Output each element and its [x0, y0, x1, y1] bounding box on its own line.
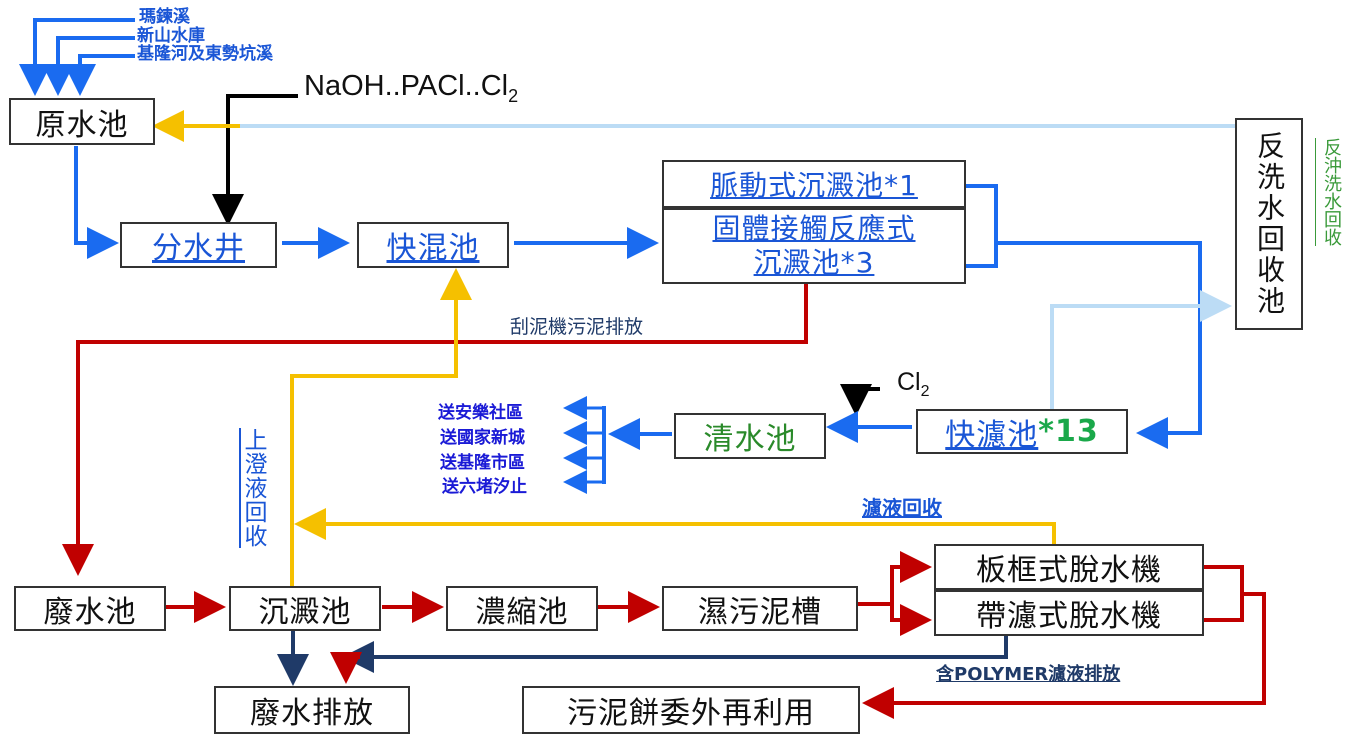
polymer-discharge-label: 含POLYMER濾液排放 — [936, 664, 1121, 685]
chemicals-text: NaOH..PACl..Cl — [304, 70, 509, 102]
press-fork-1 — [890, 551, 932, 604]
press-fork-2 — [890, 604, 932, 636]
solid-contact-label-2: 沉澱池*3 — [753, 246, 875, 279]
source-label-2: 新山水庫 — [137, 26, 205, 46]
chemicals-sub: 2 — [508, 85, 519, 106]
destination-4: 送六堵汐止 — [442, 477, 527, 497]
fast-mix-label: 快混池 — [386, 231, 480, 266]
thickening-pool: 濃縮池 — [446, 586, 598, 631]
cl2-line — [840, 384, 880, 416]
press-to-cake — [862, 592, 1266, 719]
clear-water-pool: 清水池 — [674, 413, 826, 459]
rapid-filter-count: *13 — [1038, 414, 1099, 449]
scraper-line — [62, 282, 808, 576]
supernatant-line — [290, 268, 472, 586]
polymer-line — [342, 636, 1008, 673]
solid-contact-label-1: 固體接觸反應式 — [712, 212, 916, 245]
waste-water-pool: 廢水池 — [14, 586, 166, 631]
source-label-1: 瑪鍊溪 — [139, 7, 190, 27]
destination-3: 送基隆市區 — [440, 453, 525, 473]
source-label-3: 基隆河及東勢坑溪 — [137, 44, 273, 64]
backwash-recycle-label: 反沖洗水回收 — [1315, 138, 1344, 246]
source-line-3 — [64, 54, 135, 96]
rapid-filter: 快濾池*13 — [916, 409, 1128, 454]
rapid-filter-label: 快濾池 — [945, 417, 1039, 453]
solid-contact-settling-tank: 固體接觸反應式 沉澱池*3 — [662, 208, 966, 284]
pulse-settling-tank: 脈動式沉澱池*1 — [662, 160, 966, 208]
belt-filter-press: 帶濾式脫水機 — [934, 590, 1204, 636]
scraper-label: 刮泥機污泥排放 — [510, 316, 644, 338]
destination-2: 送國家新城 — [440, 428, 525, 448]
settle-bracket — [962, 184, 998, 268]
split-well: 分水井 — [120, 222, 277, 268]
fast-mix-pool: 快混池 — [357, 222, 509, 268]
cl2-sub: 2 — [920, 383, 930, 400]
filtrate-line — [294, 508, 1056, 546]
filtrate-recycle-label: 濾液回收 — [862, 496, 942, 520]
chemicals-label: NaOH..PACl..Cl2 — [304, 70, 518, 107]
source-line-1 — [19, 18, 135, 96]
raw-to-split — [74, 146, 119, 259]
settling-pool: 沉澱池 — [229, 586, 381, 631]
settle-to-filter — [996, 241, 1202, 449]
cl2-text: Cl — [897, 368, 921, 396]
backwash-to-recovery — [1050, 290, 1232, 412]
supernatant-label: 上澄液回收 — [240, 428, 266, 548]
backwash-recovery-pool: 反洗水回收池 — [1235, 118, 1303, 330]
press-out — [1204, 565, 1244, 622]
raw-water-pool: 原水池 — [9, 98, 155, 145]
source-line-2 — [42, 36, 135, 96]
split-well-label: 分水井 — [152, 231, 245, 266]
backwash-recovery-label: 反洗水回收池 — [1253, 131, 1286, 317]
destination-1: 送安樂社區 — [438, 403, 523, 423]
plate-frame-press: 板框式脫水機 — [934, 544, 1204, 590]
sludge-cake-reuse: 污泥餅委外再利用 — [522, 686, 860, 734]
cl2-label: Cl2 — [897, 368, 930, 401]
polymer-red — [330, 652, 362, 684]
waste-discharge: 廢水排放 — [214, 686, 410, 734]
wet-sludge-tank: 濕污泥槽 — [662, 586, 858, 631]
chemical-line — [212, 94, 298, 226]
pulse-settle-label: 脈動式沉澱池*1 — [710, 169, 918, 202]
